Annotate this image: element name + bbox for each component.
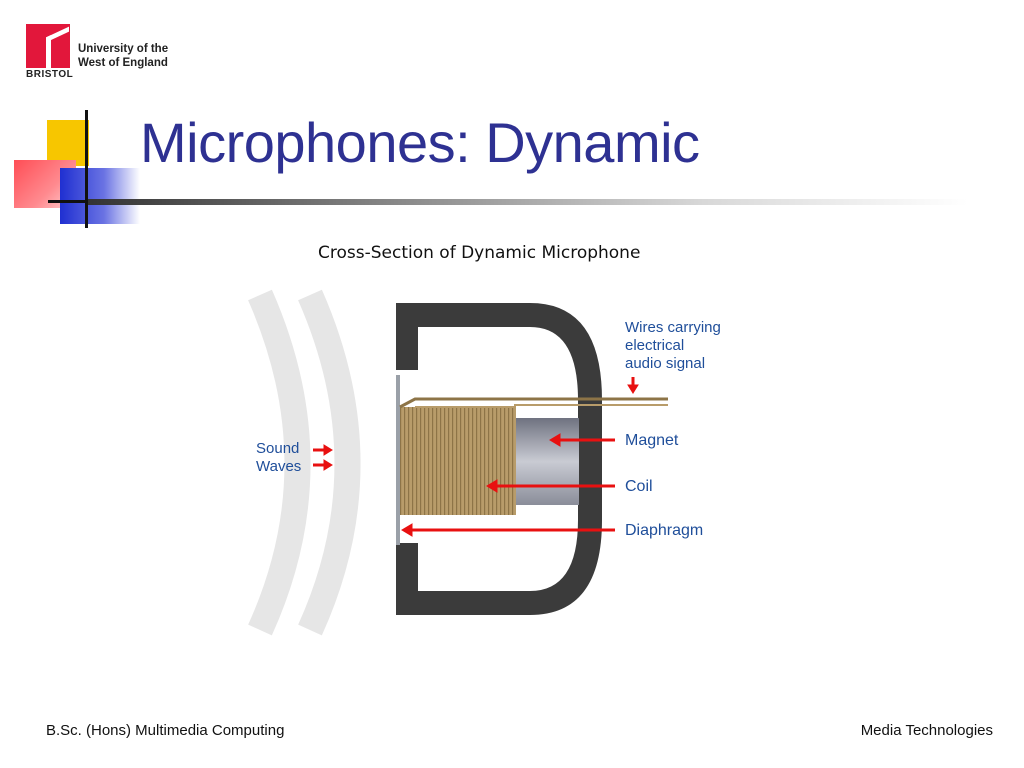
arrow-magnet-head xyxy=(549,433,561,447)
label-sound-line1: Sound xyxy=(256,440,300,457)
deco-horizontal-line xyxy=(48,200,108,203)
logo-name-line2: West of England xyxy=(78,57,168,69)
coil xyxy=(400,407,516,515)
label-wires-line1: Wires carrying xyxy=(625,319,721,336)
uwe-logo-mark xyxy=(26,24,70,71)
label-coil: Coil xyxy=(625,478,653,495)
arrow-coil-head xyxy=(486,479,498,493)
uwe-logo: BRISTOL University of the West of Englan… xyxy=(26,24,176,82)
title-rule xyxy=(88,199,968,205)
logo-bristol: BRISTOL xyxy=(26,69,74,80)
arrow-diaphragm-head xyxy=(401,523,413,537)
footer-course: B.Sc. (Hons) Multimedia Computing xyxy=(46,722,285,739)
sound-wave-outer xyxy=(248,289,311,636)
microphone-cross-section-svg xyxy=(248,289,668,636)
footer-module: Media Technologies xyxy=(860,722,993,739)
wire-top xyxy=(399,397,668,409)
arrow-wires-head xyxy=(627,384,639,394)
label-sound-line2: Waves xyxy=(256,458,302,475)
deco-yellow-square xyxy=(47,120,89,166)
label-diaphragm: Diaphragm xyxy=(625,522,704,539)
diagram-title: Cross-Section of Dynamic Microphone xyxy=(318,243,641,263)
logo-university-name: University of the West of England xyxy=(78,42,168,70)
diaphragm xyxy=(396,375,400,545)
microphone-diagram: Cross-Section of Dynamic Microphone Soun… xyxy=(240,235,760,645)
label-magnet: Magnet xyxy=(625,432,679,449)
arrow-sound-2-head xyxy=(323,459,333,471)
title-decoration xyxy=(0,108,150,233)
microphone-body xyxy=(396,303,602,615)
magnet xyxy=(515,418,579,505)
chevron-icon xyxy=(46,26,69,71)
wire-bottom xyxy=(415,404,668,408)
sound-wave-inner xyxy=(298,289,361,636)
label-wires: Wires carrying electrical audio signal xyxy=(625,319,721,373)
label-sound-waves: Sound Waves xyxy=(256,440,301,476)
label-wires-line2: electrical xyxy=(625,337,685,354)
label-wires-line3: audio signal xyxy=(625,355,706,372)
slide-title: Microphones: Dynamic xyxy=(140,111,700,174)
arrow-sound-1-head xyxy=(323,444,333,456)
logo-name-line1: University of the xyxy=(78,43,169,55)
deco-blue-square xyxy=(60,168,140,224)
deco-vertical-line xyxy=(85,110,88,228)
